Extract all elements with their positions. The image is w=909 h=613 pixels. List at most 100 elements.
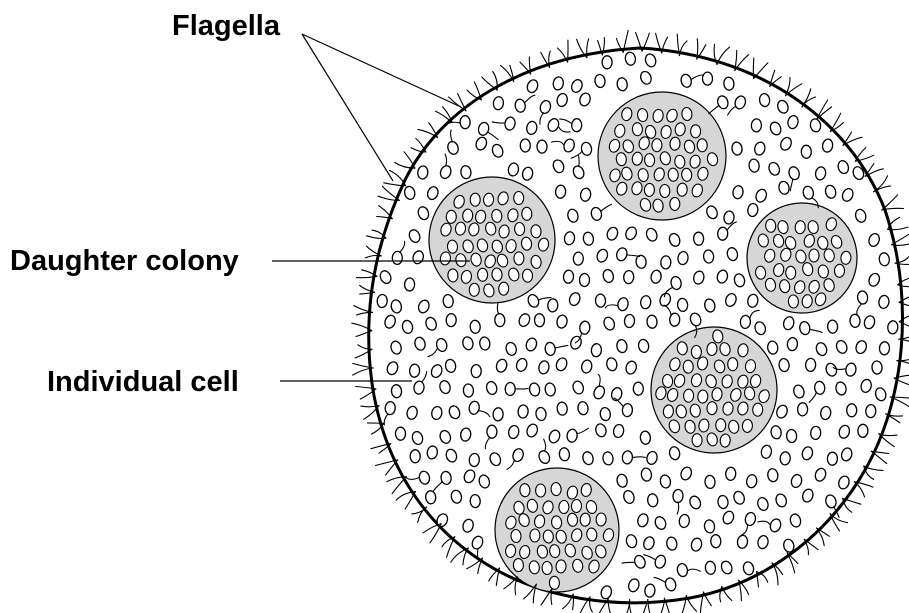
daughter-cell [668,168,679,182]
individual-cell [591,343,602,357]
individual-cell [827,452,837,465]
daughter-cell [596,513,607,527]
daughter-cell [652,138,663,152]
individual-cell [487,425,497,438]
individual-cell [571,119,581,132]
flagellum [787,553,798,564]
daughter-cell [677,183,688,197]
individual-cell [740,315,751,329]
daughter-cell [571,499,582,513]
individual-cell [633,382,643,395]
daughter-cell [448,269,459,283]
daughter-cell [514,252,524,265]
individual-cell [446,313,456,326]
daughter-cell [662,374,673,388]
flagellum [516,388,528,389]
flagellum [754,63,768,79]
label-individual-cell: Individual cell [47,366,239,398]
individual-cell [717,227,728,241]
individual-cell [547,299,558,313]
individual-cell [579,273,589,286]
individual-cell [801,145,811,158]
daughter-cell [498,282,509,296]
daughter-cell [720,434,731,448]
daughter-cell [752,403,763,417]
flagellum [882,195,898,210]
individual-cell [505,382,515,395]
daughter-cell [716,419,726,432]
leader-line-flagella-upper [302,34,461,107]
individual-cell [534,313,545,327]
individual-cell [470,320,481,334]
individual-cell [463,384,474,398]
daughter-cell [788,295,799,309]
individual-cell [425,490,436,504]
flagellum [443,107,453,123]
individual-cell [622,450,633,464]
flagellum [449,97,466,111]
individual-cell [460,116,470,129]
daughter-cell [683,360,693,373]
individual-cell [470,494,481,508]
daughter-cell [670,137,681,151]
flagellum [482,77,498,90]
daughter-cell [834,264,844,277]
daughter-cell [551,482,562,496]
individual-cell [865,404,876,418]
individual-cell [786,429,797,443]
daughter-cell [477,268,487,281]
daughter-cell [522,269,532,282]
daughter-cell [543,530,554,544]
daughter-cell [728,358,738,371]
individual-cell [780,452,791,466]
individual-cell [520,139,530,152]
individual-cell [871,361,882,375]
individual-cell [850,314,861,328]
daughter-cell [513,559,523,572]
daughter-cell [556,560,567,574]
flagellum [447,537,455,558]
daughter-cell [697,390,708,404]
daughter-cell [742,419,753,433]
flagellum [404,152,415,168]
flagellum [418,129,438,137]
individual-cell [805,358,816,372]
individual-cell [595,294,605,307]
individual-cell [493,408,504,422]
daughter-cell [469,283,480,297]
daughter-cell [530,224,541,238]
individual-cell [377,294,388,308]
label-flagella: Flagella [172,10,281,42]
daughter-cell [549,576,559,589]
flagellum [551,589,552,604]
daughter-cell [514,191,524,204]
daughter-cell [681,107,692,121]
individual-cell [810,426,821,440]
individual-cell [879,341,890,355]
individual-cell [555,185,566,199]
daughter-cell [644,153,655,167]
daughter-cell [692,434,702,447]
individual-cell [858,424,868,437]
daughter-cell [683,389,693,402]
individual-cell [404,278,415,292]
individual-cell [623,270,634,284]
flagellum [361,406,379,407]
daughter-cell [462,209,473,223]
daughter-cell [535,484,545,497]
daughter-cell [786,266,796,279]
leader-line-flagella-lower [302,34,393,181]
daughter-cell [470,193,480,206]
individual-cell [537,140,547,153]
individual-cell [622,403,633,417]
label-flagella-group: Flagella [172,10,461,181]
flagellum [697,39,698,59]
individual-cell [693,232,703,245]
daughter-cell [691,345,701,358]
daughter-cell [510,529,521,543]
flagellum [430,524,441,543]
daughter-cell [522,207,532,220]
flagellum [817,107,832,119]
daughter-cell [530,529,540,542]
